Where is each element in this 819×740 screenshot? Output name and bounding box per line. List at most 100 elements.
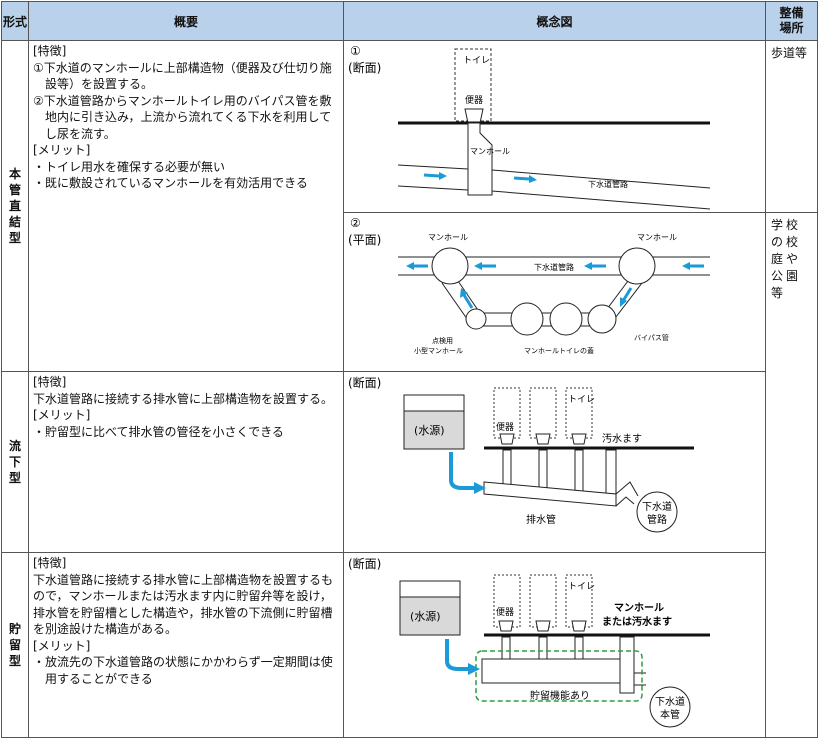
type-char: 直 [8, 199, 21, 213]
flow-arrow-icon [620, 287, 633, 307]
bowl-label: 便器 [496, 421, 514, 433]
bowl-shape [499, 433, 515, 445]
storage-label: 貯留機能あり [530, 689, 590, 702]
overview-line: ②下水道管路からマンホールトイレ用のバイパス管を敷地内に引き込み，上流から流れて… [33, 93, 332, 141]
small-manhole [465, 308, 487, 330]
overview-direct: [特徴] ①下水道のマンホールに上部構造物（便器及び仕切り施設等）を設置する。 … [28, 40, 344, 372]
type-char: 型 [8, 654, 21, 668]
overview-line: ・既に敷設されているマンホールを有効活用できる [33, 176, 308, 190]
water-tank [399, 596, 461, 636]
flow-arrow-icon [513, 175, 537, 183]
drop-pipe [538, 449, 548, 491]
sewer-main [649, 686, 691, 728]
place-sidewalk: 歩道等 [765, 40, 818, 213]
overview-flow: [特徴] 下水道管路に接続する排水管に上部構造物を設置する。 [メリット] ・貯… [28, 371, 344, 553]
toilet-cover [587, 304, 617, 334]
overview-line: [メリット] [33, 143, 91, 157]
diagram-view-label: (断面) [348, 375, 381, 390]
booth [565, 574, 593, 628]
overview-storage: [特徴] 下水道管路に接続する排水管に上部構造物を設置するもので，マンホールまた… [28, 552, 344, 738]
drain-connection [615, 481, 639, 497]
header-place-line1: 整備 [779, 6, 804, 20]
bowl-shape [535, 433, 551, 445]
type-char: 型 [8, 471, 21, 485]
row-storage: 貯 留 型 [特徴] 下水道管路に接続する排水管に上部構造物を設置するもので，マ… [1, 552, 818, 738]
sewer-label-2: 本管 [660, 708, 680, 721]
basin-label: 汚水ます [602, 432, 642, 445]
manhole-label-1: マンホール [614, 602, 664, 614]
overview-line: ・トイレ用水を確保する必要が無い [33, 159, 226, 174]
header-row: 形式 概要 概念図 整備 場所 [1, 1, 818, 41]
type-char: 本 [8, 167, 21, 181]
diagram-view-label: (平面) [348, 233, 381, 247]
pipe-label: 下水道管路 [534, 262, 574, 272]
sewer-label-1: 下水道 [642, 500, 672, 513]
header-diagram: 概念図 [343, 1, 766, 41]
diagram-direct-plan: ② (平面) マンホール マンホール 下水道管路 [343, 212, 766, 372]
flow-arrow-icon [584, 262, 606, 270]
flow-arrow-icon [406, 262, 428, 270]
booth [493, 574, 521, 628]
pipe-bottom-left [397, 185, 469, 191]
booth [529, 387, 557, 439]
overview-line: [特徴] [33, 556, 67, 570]
diagram-num: ② [350, 216, 361, 230]
bowl-label: 便器 [496, 606, 514, 618]
water-tank [403, 410, 465, 450]
overview-line: [特徴] [33, 375, 67, 389]
diagram-flow: (断面) (水源) 便器 トイレ 汚水ます [343, 371, 766, 553]
sewer-label-1: 下水道 [655, 695, 685, 708]
overview-line: [特徴] [33, 44, 67, 58]
overview-line: ・貯留型に比べて排水管の管径を小さくできる [33, 424, 284, 439]
toilet-cover [510, 302, 544, 336]
drop-pipe [574, 636, 584, 660]
toilet-label: トイレ [568, 582, 595, 592]
pipe-bottom-right [491, 190, 711, 210]
water-flow-arrow-icon [449, 452, 486, 494]
water-label: (水源) [414, 423, 445, 437]
place-text: 歩道等 [771, 46, 808, 60]
drop-pipe [574, 449, 584, 493]
type-char: 流 [8, 439, 21, 453]
drain-connection [615, 496, 635, 507]
flow-arrow-icon [682, 262, 704, 270]
manhole-shape [467, 122, 493, 196]
bowl-shape [464, 108, 484, 124]
type-char: 結 [8, 215, 21, 229]
type-storage: 貯 留 型 [1, 552, 29, 738]
overview-line: ①下水道のマンホールに上部構造物（便器及び仕切り施設等）を設置する。 [33, 60, 332, 92]
manhole-right [618, 247, 656, 285]
bowl-shape [535, 620, 551, 632]
drop-pipe [502, 449, 512, 489]
diagram-num: ① [350, 44, 361, 58]
water-label: (水源) [410, 609, 441, 623]
drop-pipe [538, 636, 548, 660]
sewer-label-2: 管路 [647, 513, 667, 526]
water-flow-arrow-icon [445, 639, 480, 675]
small-manhole-label-1: 点検用 [432, 336, 453, 345]
toilet-label: トイレ [463, 56, 490, 66]
row-direct-plan: ② (平面) マンホール マンホール 下水道管路 [2, 212, 818, 738]
diagram-direct-section: ① (断面) トイレ 便器 マンホール [343, 40, 766, 213]
manhole-label: マンホール [470, 147, 510, 156]
row-direct: 本 管 直 結 型 [特徴] ①下水道のマンホールに上部構造物（便器及び仕切り施… [1, 40, 818, 372]
header-place: 整備 場所 [765, 1, 818, 41]
overview-line: 下水道管路に接続する排水管に上部構造物を設置する。 [33, 391, 334, 406]
header-type: 形式 [1, 1, 29, 41]
manhole-shaft [619, 636, 635, 694]
place-school: 学校の校庭や公園等 [765, 212, 818, 738]
overview-line: 下水道管路に接続する排水管に上部構造物を設置するもので，マンホールまたは汚水ます… [33, 572, 334, 637]
header-place-line2: 場所 [779, 21, 804, 35]
type-char: 留 [8, 638, 21, 652]
diagram-view-label: (断面) [348, 60, 381, 75]
row-flow: 流 下 型 [特徴] 下水道管路に接続する排水管に上部構造物を設置する。 [メリ… [1, 371, 818, 553]
bowl-shape [571, 620, 587, 632]
diagram-flow-svg: (断面) (水源) 便器 トイレ 汚水ます [348, 375, 694, 533]
bypass-label: バイパス管 [634, 333, 669, 342]
pipe-top-left [397, 164, 469, 170]
header-overview: 概要 [28, 1, 344, 41]
storage-pipe [481, 658, 621, 684]
drop-pipe [501, 636, 511, 660]
small-manhole-label-2: 小型マンホール [414, 346, 463, 355]
